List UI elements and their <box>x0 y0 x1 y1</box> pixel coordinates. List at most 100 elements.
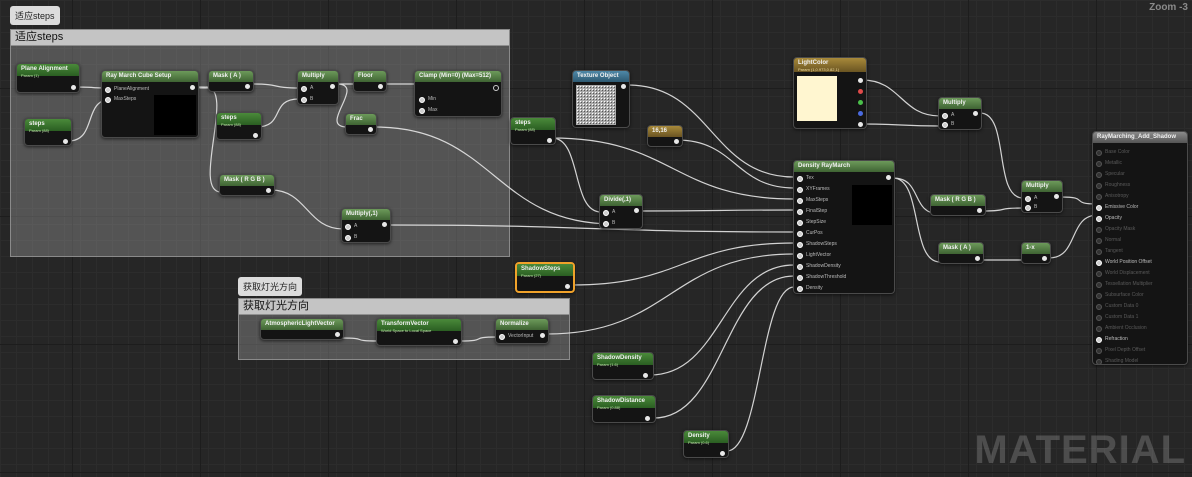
pin-a[interactable]: A <box>299 85 314 92</box>
result-pin[interactable]: Tessellation Multiplier <box>1096 281 1153 288</box>
output-pin[interactable] <box>335 332 340 337</box>
output-pin[interactable] <box>634 208 639 213</box>
output-pin-a[interactable] <box>858 122 863 127</box>
output-pin[interactable] <box>453 339 458 344</box>
output-pin[interactable] <box>645 416 650 421</box>
ray-march-cube-setup-node[interactable]: Ray March Cube Setup PlaneAlignment MaxS… <box>101 70 199 138</box>
output-pin[interactable] <box>1042 256 1047 261</box>
pin-tex[interactable]: Tex <box>797 175 814 182</box>
pin-vector-input[interactable]: VectorInput <box>498 333 534 340</box>
result-pin[interactable]: Custom Data 0 <box>1095 303 1139 310</box>
pin-xyframes[interactable]: XYFrames <box>797 186 830 193</box>
pin-curpos[interactable]: CurPos <box>797 230 823 237</box>
pin-a[interactable]: A <box>1023 195 1038 202</box>
result-pin[interactable]: Anisotropy <box>1096 193 1129 200</box>
comment-bubble-light[interactable]: 获取灯光方向 <box>238 277 303 296</box>
output-pin[interactable] <box>382 222 387 227</box>
pin-maxsteps[interactable]: MaxSteps <box>796 197 829 204</box>
mask-a-node[interactable]: Mask ( A ) <box>208 70 254 92</box>
output-pin[interactable] <box>330 84 335 89</box>
texture-object-node[interactable]: Texture Object <box>572 70 630 128</box>
result-pin[interactable]: Ambient Occlusion <box>1096 325 1147 332</box>
clamp-node[interactable]: Clamp (Min=0) (Max=512) Min Max <box>414 70 502 117</box>
pin-stepsize[interactable]: StepSize <box>796 219 827 226</box>
result-pin[interactable]: Normal <box>1095 237 1122 244</box>
output-pin[interactable] <box>674 139 679 144</box>
result-pin[interactable]: Subsurface Color <box>1096 292 1144 299</box>
result-pin[interactable]: Emissive Color <box>1095 204 1139 211</box>
output-pin[interactable] <box>493 85 499 91</box>
pin-b[interactable]: B <box>343 234 358 241</box>
output-pin[interactable] <box>547 138 552 143</box>
pin-density[interactable]: Density <box>797 285 823 292</box>
frac-node[interactable]: Frac <box>345 113 377 135</box>
output-pin[interactable] <box>540 333 545 338</box>
output-pin[interactable] <box>621 84 626 89</box>
result-pin[interactable]: Roughness <box>1095 182 1131 189</box>
multiply-node[interactable]: Multiply A B <box>297 70 339 105</box>
output-pin[interactable] <box>190 85 195 90</box>
output-pin[interactable] <box>71 85 76 90</box>
constant-16-16-node[interactable]: 16,16 <box>647 125 683 147</box>
atmospheric-light-vector-node[interactable]: AtmosphericLightVector <box>260 318 344 340</box>
result-pin[interactable]: Opacity Mask <box>1095 226 1136 233</box>
density-raymarch-node[interactable]: Density RayMarch Tex XYFrames MaxSteps F… <box>793 160 895 294</box>
output-pin[interactable] <box>253 133 258 138</box>
output-pin[interactable] <box>975 256 980 261</box>
output-pin-g[interactable] <box>858 100 863 105</box>
divide-node[interactable]: Divide(,1) A B <box>599 194 643 229</box>
pin-b[interactable]: B <box>601 220 616 227</box>
result-pin[interactable]: Specular <box>1096 171 1125 178</box>
pin-shadowdensity[interactable]: ShadowDensity <box>797 263 841 270</box>
output-pin[interactable] <box>266 188 271 193</box>
result-pin[interactable]: World Position Offset <box>1096 259 1152 266</box>
result-pin[interactable]: World Displacement <box>1096 270 1150 277</box>
result-pin[interactable]: Refraction <box>1096 336 1128 343</box>
result-pin[interactable]: Pixel Depth Offset <box>1095 347 1146 354</box>
output-pin[interactable] <box>378 84 383 89</box>
normalize-node[interactable]: Normalize VectorInput <box>495 318 549 344</box>
output-pin-r[interactable] <box>858 89 863 94</box>
mask-rgb-node[interactable]: Mask ( R G B ) <box>219 174 275 196</box>
output-pin-b[interactable] <box>858 111 863 116</box>
output-pin[interactable] <box>973 111 978 116</box>
result-pin[interactable]: Custom Data 1 <box>1095 314 1139 321</box>
output-pin[interactable] <box>368 127 373 132</box>
result-pin[interactable]: Shading Model <box>1095 358 1139 364</box>
result-pin[interactable]: Opacity <box>1096 215 1122 222</box>
pin-shadowsteps[interactable]: ShadowSteps <box>797 241 837 248</box>
pin-a[interactable]: A <box>601 209 616 216</box>
pin-min[interactable]: Min <box>418 96 437 103</box>
pin-max[interactable]: Max <box>418 107 438 114</box>
result-pin[interactable]: Base Color <box>1096 149 1130 156</box>
multiply-node-4[interactable]: Multiply A B <box>1021 180 1063 213</box>
output-pin[interactable] <box>977 208 982 213</box>
pin-a[interactable]: A <box>940 112 955 119</box>
multiply-node-3[interactable]: Multiply A B <box>938 97 982 130</box>
result-pin[interactable]: Tangent <box>1096 248 1123 255</box>
pin-finalstep[interactable]: FinalStep <box>796 208 828 215</box>
pin-a[interactable]: A <box>343 223 358 230</box>
output-pin[interactable] <box>643 373 648 378</box>
pin-shadowthreshold[interactable]: ShadowThreshold <box>796 274 847 281</box>
floor-node[interactable]: Floor <box>353 70 387 92</box>
output-pin-rgb[interactable] <box>858 78 863 83</box>
mask-rgb-node-2[interactable]: Mask ( R G B ) <box>930 194 986 216</box>
output-pin[interactable] <box>565 284 570 289</box>
one-minus-node[interactable]: 1-x <box>1021 242 1051 264</box>
output-pin[interactable] <box>245 84 250 89</box>
pin-b[interactable]: B <box>940 121 955 128</box>
output-pin[interactable] <box>1054 194 1059 199</box>
pin-b[interactable]: B <box>299 96 314 103</box>
result-pin[interactable]: Metallic <box>1096 160 1122 167</box>
pin-plane-alignment[interactable]: PlaneAlignment <box>104 86 150 93</box>
